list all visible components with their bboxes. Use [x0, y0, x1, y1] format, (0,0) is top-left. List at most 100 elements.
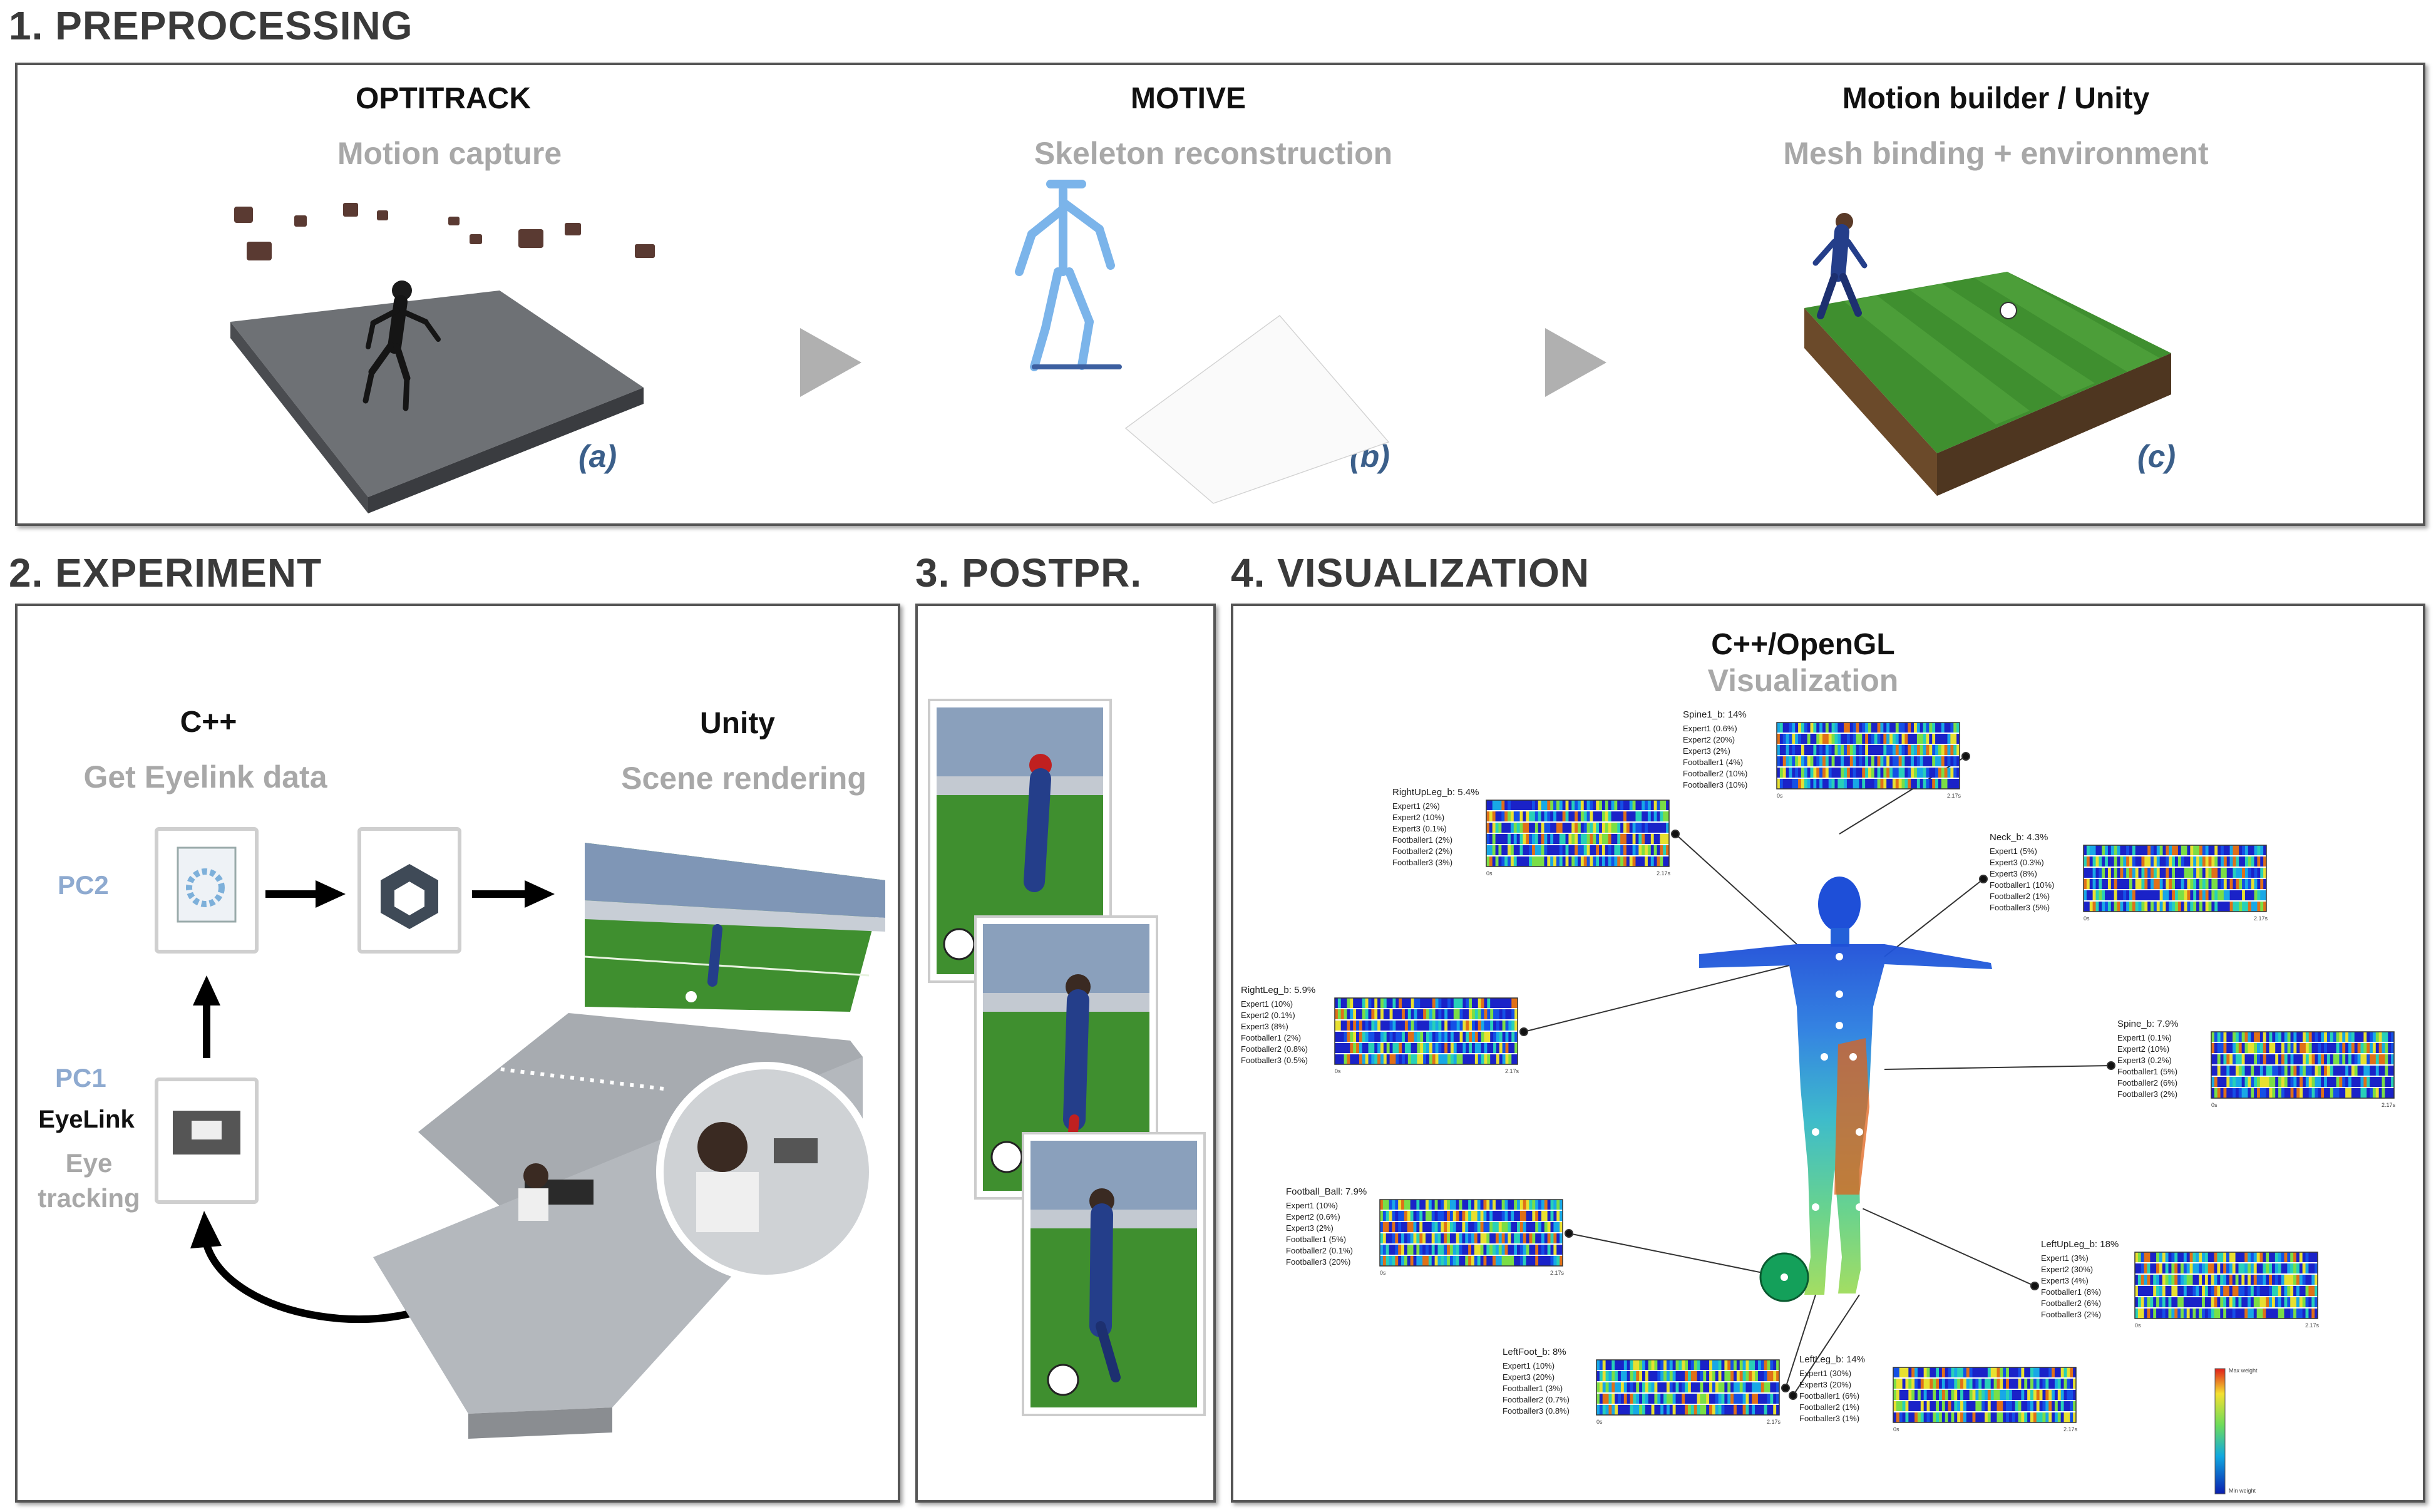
heatmap-cell [1611, 823, 1615, 833]
heatmap-cell [1523, 811, 1526, 821]
heatmap-cell [1657, 1371, 1661, 1381]
heatmap-cell [2045, 1379, 2049, 1389]
heatmap-cell [1767, 1394, 1770, 1404]
heatmap-cell [2263, 1297, 2266, 1307]
heatmap-cell [1578, 845, 1581, 855]
postprocessing-frames [928, 699, 1206, 1416]
heatmap-cell [1856, 768, 1859, 778]
heatmap-cell [1380, 1054, 1384, 1064]
heatmap-cell [1481, 1009, 1484, 1019]
heatmap-cell [1638, 811, 1642, 821]
heatmap-cell [1914, 734, 1918, 744]
heatmap-cell [1657, 834, 1660, 844]
heatmap-cell [2217, 1032, 2221, 1042]
heatmap-cell [1526, 1211, 1529, 1221]
heatmap-cell [2229, 1275, 2233, 1285]
heatmap-cell [2003, 1367, 2007, 1377]
heatmap-title: LeftFoot_b: 8% [1503, 1347, 1566, 1357]
heatmap-cell [1447, 1256, 1451, 1266]
heatmap-cell [2287, 1077, 2291, 1087]
heatmap-cell [1599, 823, 1603, 833]
heatmap-cell [1620, 800, 1624, 810]
heatmap-cell [1957, 1390, 1961, 1400]
heatmap-row-label: Footballer2 (0.1%) [1286, 1246, 1353, 1255]
heatmap-cell [1374, 1032, 1378, 1042]
heatmap-cell [1685, 1360, 1688, 1370]
heatmap-row-label: Expert2 (0.6%) [1286, 1212, 1340, 1221]
heatmap-cell [1926, 768, 1930, 778]
heatmap-cell [1593, 811, 1596, 821]
heatmap-cell [1517, 1245, 1521, 1255]
heatmap-cell [2254, 868, 2258, 878]
heatmap-cell [2318, 1066, 2321, 1076]
heatmap-cell [2378, 1043, 2383, 1053]
heatmap-cell [1703, 1405, 1707, 1415]
heatmap-cell [1990, 1367, 1995, 1377]
heatmap-cell [1947, 779, 1951, 789]
heatmap-cell [2305, 1043, 2310, 1053]
heatmap-cell [2370, 1088, 2373, 1098]
heatmap-cell [2330, 1043, 2334, 1053]
heatmap-cell [2305, 1088, 2310, 1098]
heatmap-row-label: Expert2 (10%) [1392, 813, 1444, 822]
heatmap-cell [1933, 1401, 1936, 1411]
heatmap-cell [1392, 1009, 1396, 1019]
heatmap-cell [1344, 1021, 1347, 1031]
heatmap-cell [1941, 723, 1945, 733]
heatmap-cell [1871, 768, 1875, 778]
heatmap-cell [1911, 1379, 1915, 1389]
heatmap-cell [1389, 1222, 1392, 1232]
heatmap-cell [1481, 1054, 1484, 1064]
heatmap-cell [1529, 856, 1533, 867]
heatmap-cell [1368, 998, 1372, 1008]
heatmap-cell [2233, 902, 2236, 912]
heatmap-cell [1777, 745, 1781, 755]
heatmap-cell [1399, 998, 1402, 1008]
heatmap-cell [2199, 845, 2203, 855]
heatmap-cell [2254, 1077, 2258, 1087]
heatmap-cell [1526, 800, 1529, 810]
skeleton-figure [1015, 180, 1122, 371]
heatmap-cell [1969, 1390, 1973, 1400]
heatmap-cell [2211, 1263, 2215, 1273]
heatmap-cell [1447, 998, 1451, 1008]
heatmap-cell [1957, 1401, 1961, 1411]
heatmap-cell [1416, 1256, 1420, 1266]
heatmap-cell [2357, 1077, 2361, 1087]
heatmap-cell [2073, 1367, 2077, 1377]
heatmap-cell [2084, 868, 2087, 878]
heatmap-cell [1819, 723, 1823, 733]
heatmap-cell [1407, 1032, 1412, 1042]
heatmap-cell [1935, 723, 1939, 733]
heatmap-cell [2244, 902, 2249, 912]
heatmap-cell [2012, 1390, 2016, 1400]
heatmap-cell [2296, 1043, 2300, 1053]
heatmap-cell [2257, 1066, 2261, 1076]
heatmap-cell [1660, 1382, 1664, 1392]
heatmap-cell [1496, 1009, 1500, 1019]
heatmap-cell [1481, 998, 1484, 1008]
heatmap-cell [1752, 1382, 1755, 1392]
heatmap-cell [2311, 1054, 2315, 1064]
heatmap-cell [1529, 1200, 1533, 1210]
heatmap-cell [2169, 902, 2172, 912]
heatmap-cell [1831, 745, 1835, 755]
heatmap-cell [2211, 1043, 2215, 1053]
heatmap-cell [1807, 723, 1811, 733]
heatmap-cell [1386, 1021, 1390, 1031]
heatmap-cell [1529, 834, 1533, 844]
heatmap-cell [1489, 823, 1493, 833]
heatmap-cell [1599, 1371, 1603, 1381]
heatmap-cell [1508, 834, 1511, 844]
heatmap-cell [1368, 1009, 1372, 1019]
heatmap-cell [2033, 1412, 2037, 1422]
heatmap-cell [2159, 902, 2164, 912]
heatmap-cell [1742, 1360, 1746, 1370]
heatmap-cell [1484, 1021, 1488, 1031]
heatmap-cell [1417, 1009, 1421, 1019]
heatmap-cell [1602, 1394, 1606, 1404]
heatmap-cell [1340, 1009, 1345, 1019]
heatmap-cell [1596, 1360, 1600, 1370]
heatmap-cell [1639, 1405, 1643, 1415]
heatmap-cell [1849, 734, 1854, 744]
